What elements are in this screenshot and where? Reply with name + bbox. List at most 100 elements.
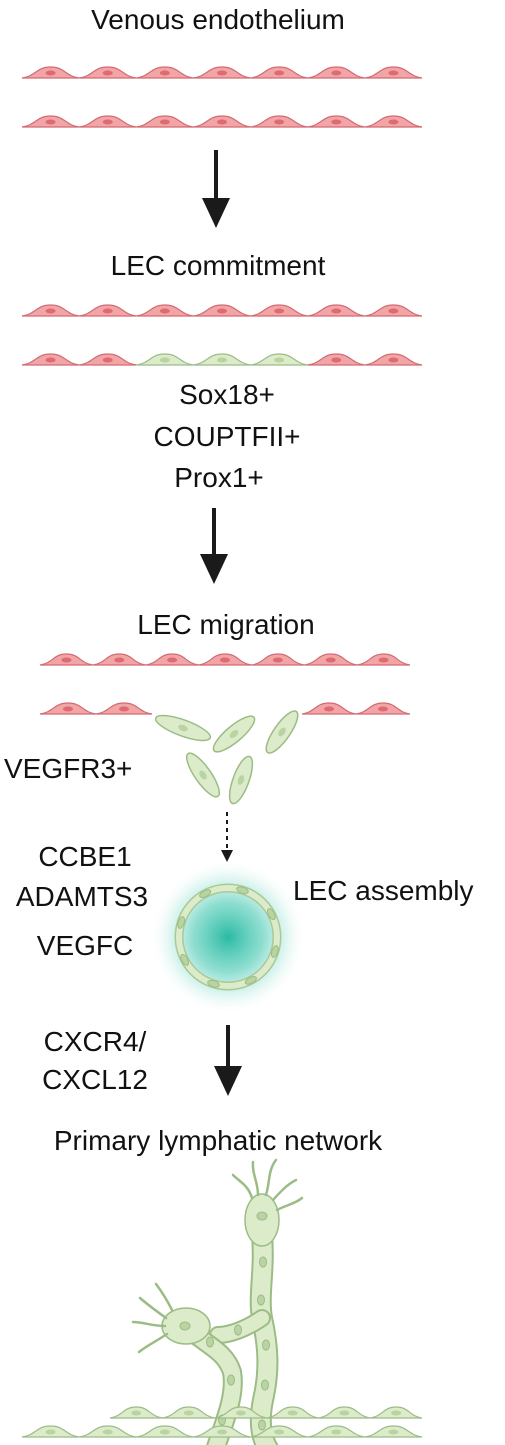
- stage-title-venous: Venous endothelium: [91, 4, 345, 35]
- cell-nucleus: [388, 1429, 399, 1435]
- cell-nucleus: [45, 119, 56, 125]
- cell-nucleus: [391, 1410, 402, 1416]
- cell-nucleus: [261, 1379, 269, 1391]
- primary-lymphatic-network: [21, 1158, 423, 1445]
- cell-nucleus: [331, 308, 342, 314]
- stage-title-migration: LEC migration: [137, 609, 314, 640]
- cell-nucleus: [183, 1410, 194, 1416]
- cell-nucleus: [45, 1429, 56, 1435]
- cell-nucleus: [287, 1410, 298, 1416]
- cell-nucleus: [274, 357, 285, 363]
- cell-nucleus: [207, 979, 220, 988]
- venous-endothelium-row-bottom: [21, 115, 423, 128]
- commitment-row-top: [21, 304, 423, 317]
- marker-ccbe1: CCBE1: [38, 841, 131, 872]
- cell-nucleus: [274, 308, 285, 314]
- marker-couptfii: COUPTFII+: [153, 421, 300, 452]
- cell-nucleus: [388, 357, 399, 363]
- cell-nucleus: [180, 953, 190, 966]
- cell-nucleus: [217, 70, 227, 76]
- cell-nucleus: [217, 119, 227, 125]
- cell-nucleus: [45, 308, 56, 314]
- migrating-lec-cells: [154, 710, 299, 805]
- cell-nucleus: [159, 119, 170, 125]
- network-base-row-left: [109, 1406, 216, 1419]
- cell-nucleus: [388, 308, 399, 314]
- cell-nucleus: [331, 357, 342, 363]
- cell-nucleus: [217, 1429, 227, 1435]
- cell-nucleus: [325, 657, 336, 663]
- cell-nucleus: [159, 70, 170, 76]
- cell-nucleus: [378, 657, 389, 663]
- arrow-down-1: [202, 150, 230, 228]
- cell-nucleus: [388, 70, 399, 76]
- marker-vegfc: VEGFC: [37, 930, 133, 961]
- cell-nucleus: [257, 1294, 265, 1306]
- cell-nucleus: [159, 1429, 170, 1435]
- venous-endothelium-row-top: [21, 66, 423, 79]
- cell-nucleus: [331, 70, 342, 76]
- arrow-down-2: [200, 508, 228, 584]
- cell-nucleus: [262, 1339, 270, 1351]
- cell-nucleus: [45, 70, 56, 76]
- cell-nucleus: [102, 308, 113, 314]
- cell-nucleus: [102, 119, 113, 125]
- cell-nucleus: [244, 975, 257, 985]
- cell-nucleus: [217, 308, 227, 314]
- marker-cxcl12: CXCL12: [42, 1064, 148, 1095]
- cell-nucleus: [159, 308, 170, 314]
- cell-nucleus: [167, 657, 178, 663]
- cell-nucleus: [274, 70, 285, 76]
- cell-nucleus: [227, 1374, 235, 1386]
- cell-nucleus: [259, 1256, 267, 1268]
- stage-title-commitment: LEC commitment: [111, 250, 326, 281]
- cell-nucleus: [274, 119, 285, 125]
- cell-nucleus: [274, 1429, 285, 1435]
- stage-title-network: Primary lymphatic network: [54, 1125, 383, 1156]
- cell-nucleus: [266, 908, 276, 921]
- cell-nucleus: [102, 70, 113, 76]
- dashed-arrow-down: [221, 812, 233, 862]
- network-base-row-bottom: [21, 1425, 423, 1438]
- cell-nucleus: [234, 1324, 242, 1336]
- cell-nucleus: [45, 357, 56, 363]
- stage-title-assembly: LEC assembly: [293, 875, 474, 906]
- cell-nucleus: [331, 119, 342, 125]
- marker-cxcr4: CXCR4/: [44, 1026, 147, 1057]
- cell-nucleus: [388, 119, 399, 125]
- cell-nucleus: [102, 1429, 113, 1435]
- lec-assembly-vessel: [150, 859, 306, 1015]
- cell-nucleus: [339, 1410, 350, 1416]
- marker-adamts3: ADAMTS3: [16, 881, 148, 912]
- cell-nucleus: [199, 889, 212, 899]
- cell-nucleus: [61, 657, 72, 663]
- cell-nucleus: [217, 357, 227, 363]
- cell-nucleus: [235, 1410, 246, 1416]
- cell-nucleus: [206, 1336, 214, 1348]
- cell-nucleus: [236, 886, 249, 895]
- cell-nucleus: [177, 916, 186, 929]
- cell-nucleus: [102, 357, 113, 363]
- cell-nucleus: [119, 706, 129, 712]
- migration-row-bottom-left: [39, 702, 153, 715]
- cell-nucleus: [159, 357, 170, 363]
- migration-row-top: [39, 653, 411, 666]
- cell-nucleus: [270, 945, 279, 958]
- cell-nucleus: [63, 706, 73, 712]
- cell-nucleus: [220, 657, 230, 663]
- cell-nucleus: [131, 1410, 142, 1416]
- arrow-down-3: [214, 1025, 242, 1096]
- marker-sox18: Sox18+: [179, 379, 275, 410]
- cell-nucleus: [378, 706, 388, 712]
- cell-nucleus: [324, 706, 334, 712]
- cell-nucleus: [258, 1419, 266, 1431]
- migration-row-bottom-right: [301, 702, 411, 715]
- cell-nucleus: [331, 1429, 342, 1435]
- cell-nucleus: [272, 657, 283, 663]
- cell-nucleus: [114, 657, 125, 663]
- marker-prox1: Prox1+: [174, 462, 264, 493]
- marker-vegfr3: VEGFR3+: [4, 753, 132, 784]
- network-base-row-top: [214, 1406, 423, 1419]
- commitment-row-bottom: [21, 353, 423, 366]
